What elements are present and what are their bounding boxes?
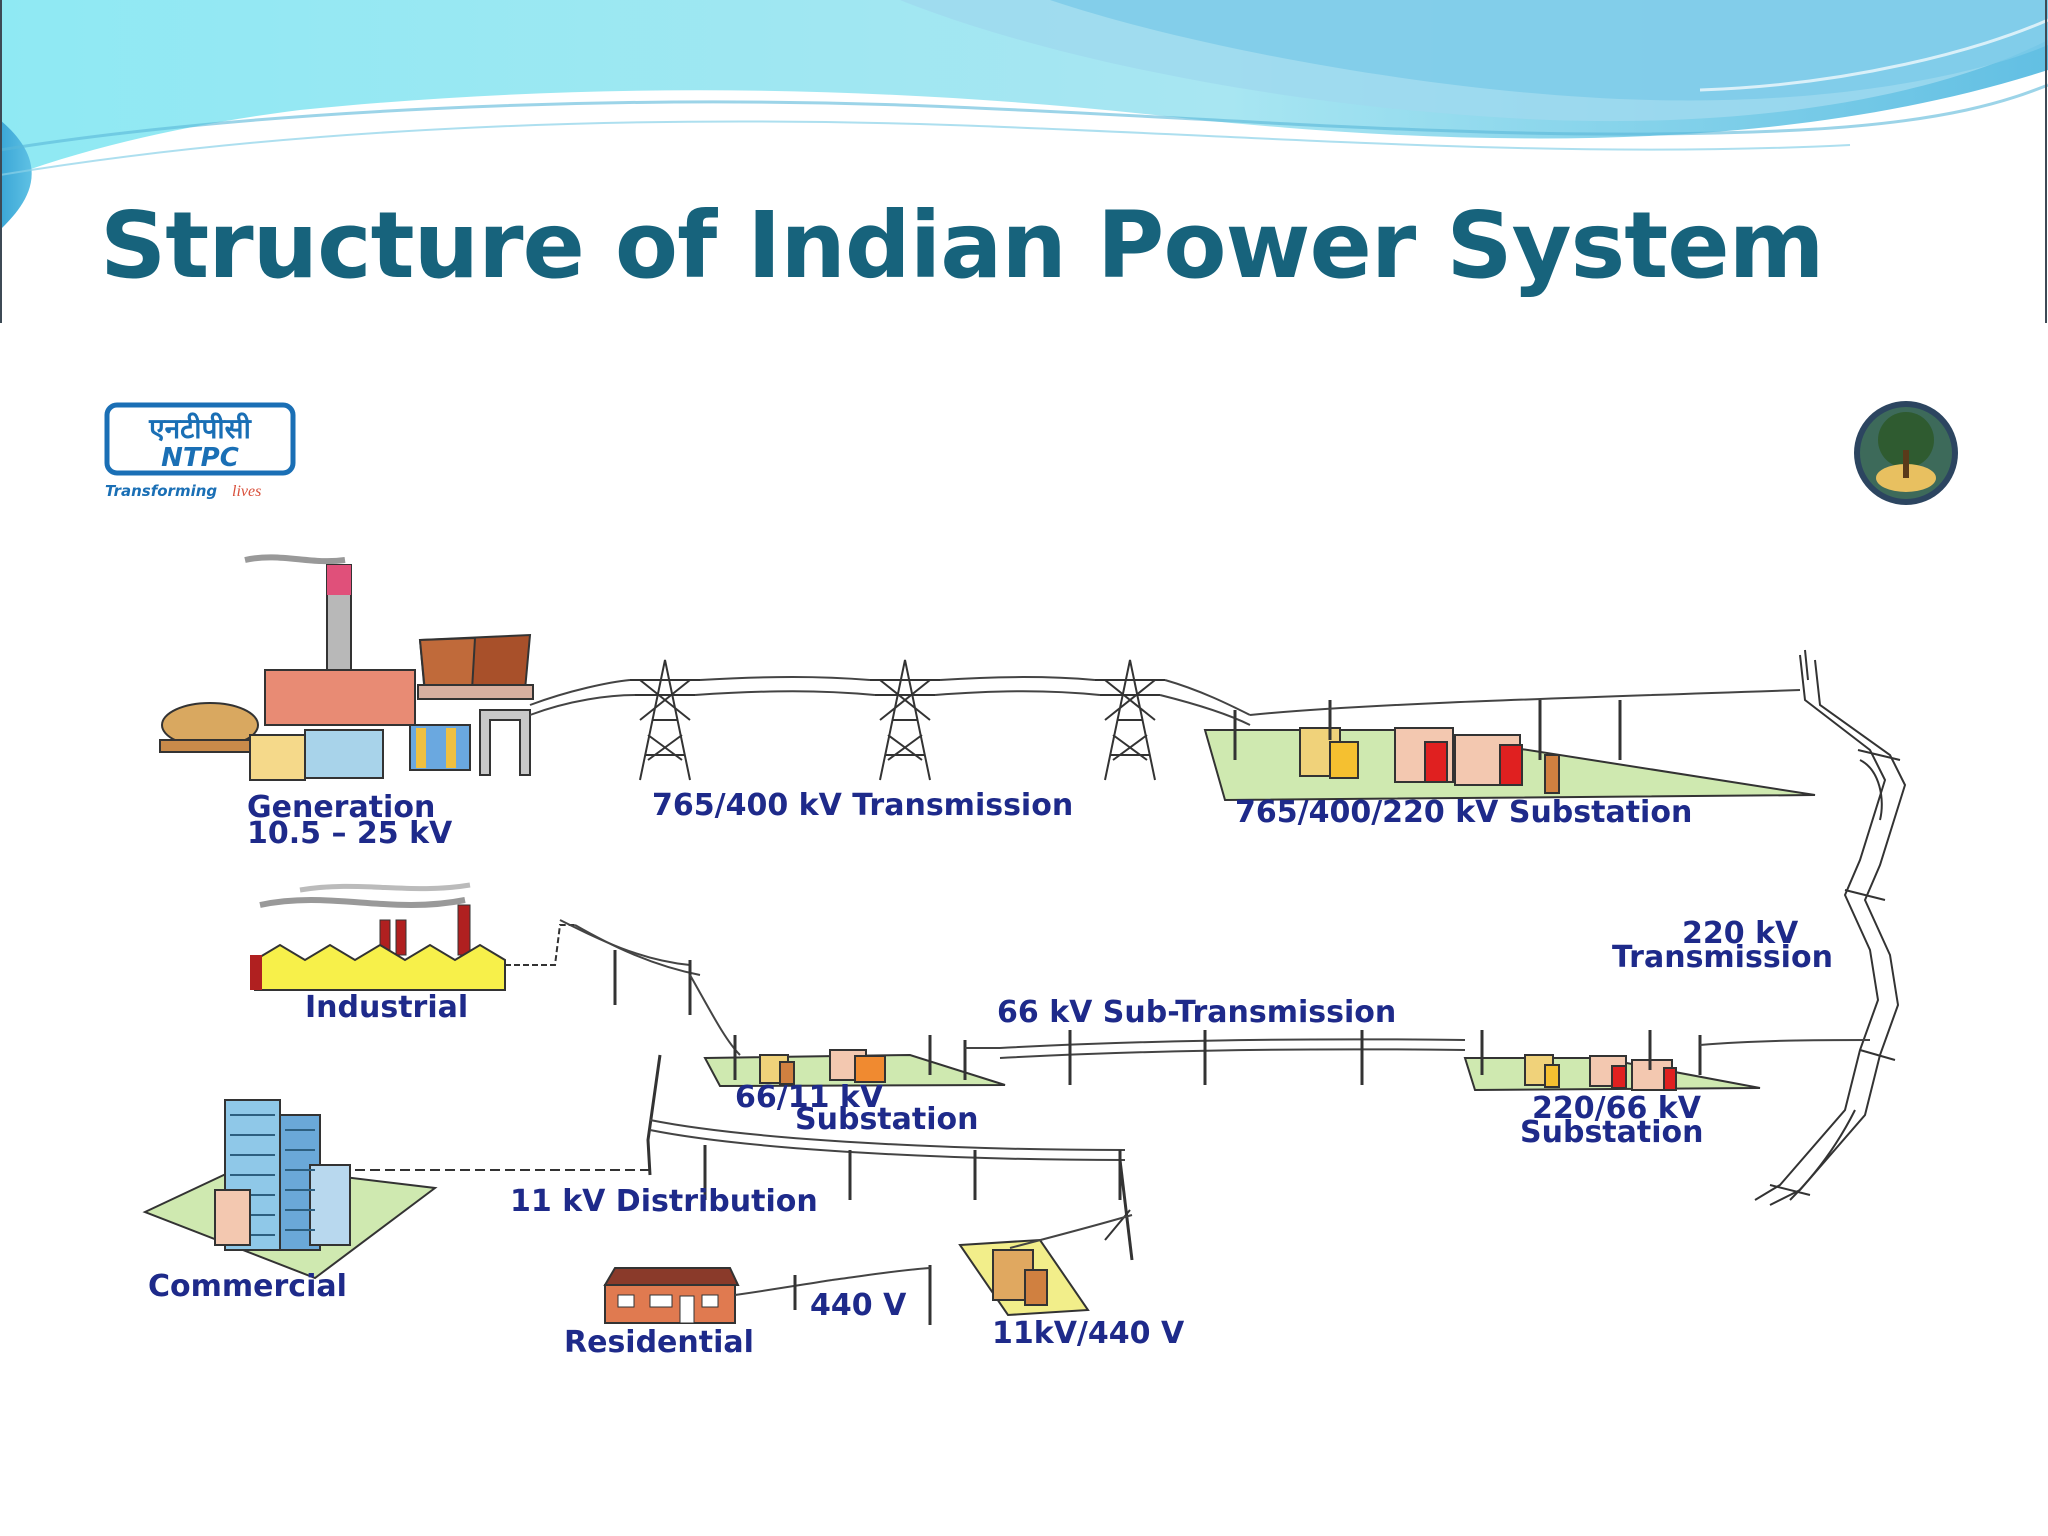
- label-transmission-220: 220 kV: [1682, 916, 1799, 951]
- tagline-text: Transforming: [105, 482, 217, 500]
- label-440v: 440 V: [810, 1288, 907, 1323]
- substation-765-icon: [1203, 689, 1816, 802]
- slide-title: Structure of Indian Power System: [100, 192, 1825, 299]
- transmission-tower-icon: [630, 659, 1165, 781]
- label-substation-66-11: 66/11 kV: [735, 1080, 884, 1115]
- label-generation: Generation: [247, 790, 435, 825]
- label-commercial: Commercial: [148, 1269, 347, 1304]
- residential-icon: [603, 1265, 932, 1325]
- generation-station-icon: [159, 554, 534, 781]
- ntpc-logo-text: NTPC: [161, 443, 239, 473]
- transmission-lines: [529, 676, 1251, 726]
- sub-transmission-66-line: [999, 1030, 1466, 1085]
- transmission-220-line: [1754, 649, 1907, 1206]
- substation-66-11-icon: [703, 1035, 1006, 1088]
- industrial-icon: [250, 882, 741, 1056]
- label-substation-66-11-b: Substation: [795, 1102, 978, 1137]
- label-substation-220-66-b: Substation: [1520, 1115, 1703, 1150]
- substation-220-66-icon: [1463, 1030, 1871, 1092]
- wave-banner: [0, 0, 2048, 323]
- slide-header: Structure of Indian Power System: [0, 0, 2048, 323]
- tagline-lives-text: lives: [232, 483, 261, 500]
- power-system-diagram: एनटीपीसी NTPC Transforming lives: [104, 401, 1958, 1360]
- pole-transformer-icon: [958, 1214, 1133, 1317]
- label-substation-220-66: 220/66 kV: [1532, 1091, 1702, 1126]
- label-sub-transmission-66: 66 kV Sub-Transmission: [997, 995, 1396, 1030]
- label-transformer-11kv-440v: 11kV/440 V: [992, 1316, 1185, 1351]
- label-distribution-11: 11 kV Distribution: [510, 1184, 818, 1219]
- label-transmission-220-b: Transmission: [1612, 940, 1833, 975]
- label-transmission-765: 765/400 kV Transmission: [652, 788, 1073, 823]
- label-generation-voltage: 10.5 – 25 kV: [247, 816, 453, 851]
- emblem-icon: [1854, 401, 1958, 505]
- ntpc-devanagari-text: एनटीपीसी: [148, 412, 252, 445]
- distribution-11-line: [355, 1054, 1134, 1261]
- commercial-icon: [142, 1099, 438, 1280]
- label-residential: Residential: [564, 1325, 754, 1360]
- ntpc-logo: एनटीपीसी NTPC Transforming lives: [104, 402, 296, 500]
- label-industrial: Industrial: [305, 990, 468, 1025]
- label-substation-765: 765/400/220 kV Substation: [1235, 795, 1692, 830]
